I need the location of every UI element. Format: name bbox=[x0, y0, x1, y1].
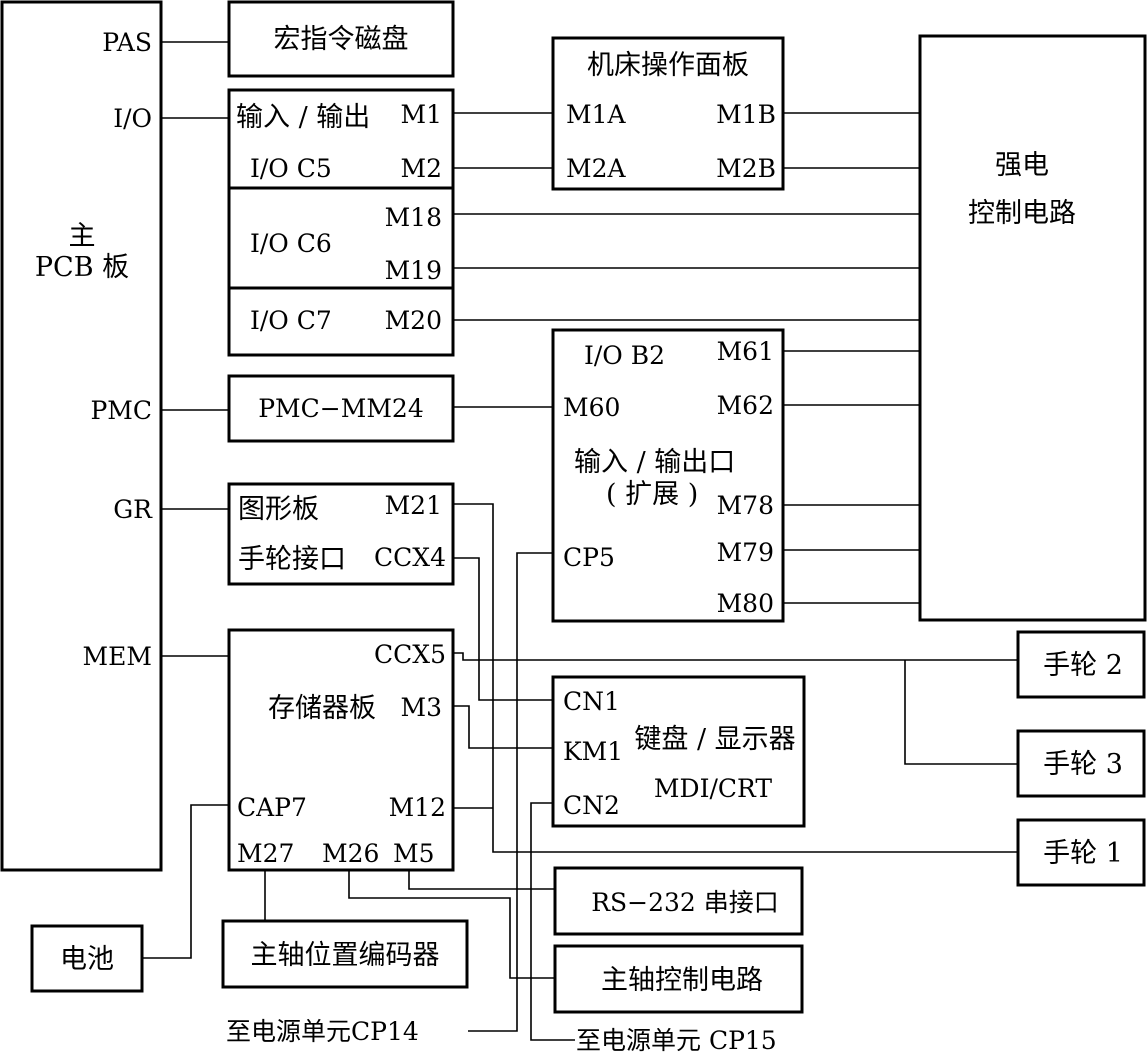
rs232-box: RS−232 串接口 bbox=[553, 866, 804, 936]
port-m2b: M2B bbox=[716, 154, 776, 183]
handwheel-2-label: 手轮 2 bbox=[1043, 650, 1123, 681]
port-m60: M60 bbox=[563, 393, 620, 422]
main-board-title: 主 bbox=[69, 221, 96, 252]
port-cp5: CP5 bbox=[563, 543, 615, 572]
port-m2: M2 bbox=[400, 154, 442, 183]
port-cap7: CAP7 bbox=[237, 793, 307, 822]
port-m2a: M2A bbox=[566, 154, 627, 183]
macro-disk-label: 宏指令磁盘 bbox=[274, 24, 409, 55]
handwheel-1-box: 手轮 1 bbox=[1016, 818, 1146, 887]
macro-disk-box: 宏指令磁盘 bbox=[227, 0, 455, 78]
io-b2-title: I/O B2 bbox=[584, 341, 665, 370]
port-pas: PAS bbox=[102, 28, 152, 57]
connection-lines bbox=[142, 41, 1018, 1041]
port-m62: M62 bbox=[717, 391, 774, 420]
io-c7-box: I/O C7 M20 bbox=[227, 286, 455, 357]
port-m79: M79 bbox=[717, 538, 774, 567]
port-ccx5: CCX5 bbox=[374, 640, 446, 669]
main-board-subtitle: PCB 板 bbox=[35, 252, 129, 283]
memory-board-label: 存储器板 bbox=[268, 693, 376, 724]
port-io: I/O bbox=[113, 104, 152, 133]
pmc-mm24-box: PMC−MM24 bbox=[227, 374, 455, 443]
port-m19: M19 bbox=[385, 256, 442, 285]
io-c5-label: I/O C5 bbox=[250, 154, 332, 183]
io-c6-label: I/O C6 bbox=[250, 229, 332, 258]
io-b2-box: I/O B2 输入 / 输出口 ( 扩展 ) M60 CP5 M61 M62 M… bbox=[551, 328, 785, 623]
handwheel-3-label: 手轮 3 bbox=[1043, 749, 1123, 780]
port-m12: M12 bbox=[389, 793, 446, 822]
port-m61: M61 bbox=[717, 337, 774, 366]
battery-label: 电池 bbox=[60, 944, 114, 975]
handwheel-interface-label: 手轮接口 bbox=[238, 544, 346, 575]
spindle-encoder-label: 主轴位置编码器 bbox=[251, 940, 440, 971]
power-unit-cp14-label: 至电源单元CP14 bbox=[226, 1017, 419, 1046]
graphics-board-box: 图形板 手轮接口 M21 CCX4 bbox=[227, 482, 455, 586]
keyboard-display-box: CN1 KM1 CN2 键盘 / 显示器 MDI/CRT bbox=[551, 675, 806, 828]
port-cn2: CN2 bbox=[563, 791, 620, 820]
port-m21: M21 bbox=[385, 491, 442, 520]
io-b2-line1: 输入 / 输出口 bbox=[574, 447, 735, 478]
port-m78: M78 bbox=[717, 491, 774, 520]
battery-box: 电池 bbox=[30, 924, 144, 993]
handwheel-2-box: 手轮 2 bbox=[1016, 630, 1146, 699]
io-c6-box: I/O C6 M18 M19 bbox=[227, 186, 455, 290]
port-m5: M5 bbox=[393, 839, 435, 868]
port-gr: GR bbox=[113, 495, 153, 524]
spindle-control-box: 主轴控制电路 bbox=[553, 944, 804, 1014]
io-c5-title: 输入 / 输出 bbox=[236, 102, 370, 133]
power-circuit-title: 强电 bbox=[995, 150, 1049, 181]
spindle-encoder-box: 主轴位置编码器 bbox=[221, 919, 469, 989]
port-ccx4: CCX4 bbox=[374, 543, 446, 572]
io-c5-box: 输入 / 输出 I/O C5 M1 M2 bbox=[227, 88, 455, 190]
port-m1: M1 bbox=[400, 100, 442, 129]
port-m20: M20 bbox=[385, 306, 442, 335]
spindle-control-label: 主轴控制电路 bbox=[601, 965, 763, 996]
rs232-label: RS−232 串接口 bbox=[591, 888, 779, 917]
power-control-circuit-box: 强电 控制电路 bbox=[918, 34, 1147, 622]
io-b2-line2: ( 扩展 ) bbox=[606, 479, 698, 510]
port-m27: M27 bbox=[237, 839, 294, 868]
port-m26: M26 bbox=[322, 839, 379, 868]
graphics-board-title: 图形板 bbox=[238, 494, 319, 525]
port-m80: M80 bbox=[717, 589, 774, 618]
pmc-mm24-label: PMC−MM24 bbox=[258, 394, 424, 423]
memory-board-box: CCX5 存储器板 M3 CAP7 M12 M27 M26 M5 bbox=[227, 628, 455, 872]
port-m1a: M1A bbox=[566, 100, 627, 129]
port-pmc: PMC bbox=[90, 396, 152, 425]
keyboard-display-title: 键盘 / 显示器 bbox=[634, 724, 795, 755]
io-c7-label: I/O C7 bbox=[250, 306, 332, 335]
port-km1: KM1 bbox=[563, 737, 623, 766]
port-m18: M18 bbox=[385, 203, 442, 232]
mdi-crt-label: MDI/CRT bbox=[654, 774, 772, 803]
port-m3: M3 bbox=[400, 693, 442, 722]
power-unit-cp15-label: 至电源单元 CP15 bbox=[576, 1026, 777, 1054]
handwheel-3-box: 手轮 3 bbox=[1016, 729, 1146, 798]
main-pcb-board: 主 PCB 板 PAS I/O PMC GR MEM bbox=[0, 0, 163, 872]
port-m1b: M1B bbox=[716, 100, 776, 129]
handwheel-1-label: 手轮 1 bbox=[1043, 838, 1123, 869]
port-cn1: CN1 bbox=[563, 687, 620, 716]
port-mem: MEM bbox=[83, 642, 152, 671]
machine-panel-label: 机床操作面板 bbox=[587, 50, 749, 81]
power-circuit-subtitle: 控制电路 bbox=[968, 198, 1076, 229]
machine-panel-box: 机床操作面板 M1A M2A M1B M2B bbox=[551, 36, 785, 191]
